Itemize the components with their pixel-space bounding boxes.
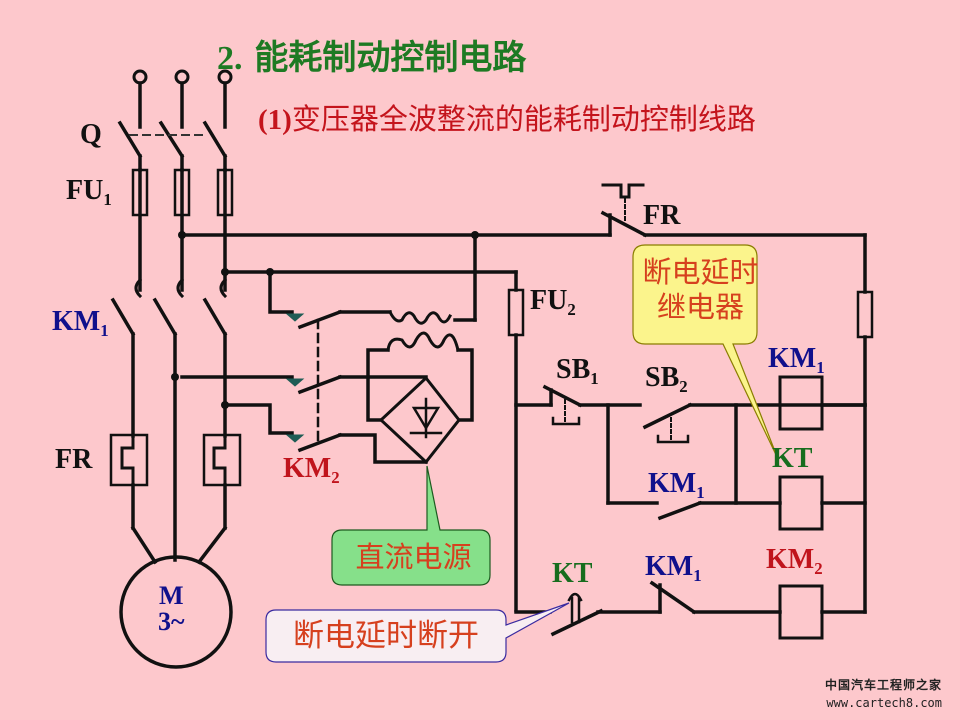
watermark: 中国汽车工程师之家 www.cartech8.com [825,676,942,712]
label-sb2-base: SB [645,362,680,393]
label-sb2: SB2 [645,364,688,396]
label-q: Q [80,119,102,150]
label-fu1-sub: 1 [103,189,112,209]
fuse-fu2 [507,288,525,337]
label-km1-aux-nc-sub: 1 [693,565,702,585]
label-fu2: FU2 [530,287,576,319]
label-km2-main-sub: 2 [331,467,340,487]
fuse-right [856,290,874,339]
km2-main-contacts [285,309,343,453]
motor-line2: 3~ [158,607,185,636]
label-km2-main-base: KM [283,453,332,484]
callout-relay-text: 断电延时继电器 [628,255,773,325]
label-fr-ctrl: FR [643,200,681,231]
km1-main-contacts [110,277,228,562]
label-fr-main: FR [55,444,93,475]
watermark-url: www.cartech8.com [826,696,942,710]
label-sb1: SB1 [556,356,599,388]
motor-circle [119,555,233,669]
fr-control-contact [600,183,867,238]
callout-relay-bubble [632,244,779,460]
label-fu2-sub: 2 [567,299,576,319]
kt-coil [778,475,824,531]
callout-dc-text: 直流电源 [355,540,472,574]
label-km1-aux-nc: KM1 [645,553,702,585]
label-km1-aux-no: KM1 [648,470,705,502]
rectifier-bridge [338,348,474,465]
transformer [386,309,460,352]
title-number: 2. [217,40,243,77]
callout-relay-line2: 继电器 [656,289,744,324]
label-sb1-sub: 1 [590,368,599,388]
label-km1-coil: KM1 [768,345,825,377]
power-terminals [132,69,233,129]
label-km1-main-base: KM [52,306,101,337]
label-km1-aux-no-sub: 1 [696,482,705,502]
label-km2-coil-base: KM [766,544,815,575]
km1-aux-nc-contact [649,580,782,615]
label-fu2-base: FU [530,285,568,316]
label-fu1-base: FU [66,175,104,206]
callout-relay-line1: 断电延时 [642,255,759,289]
label-km1-coil-sub: 1 [816,357,825,377]
junction-dots [171,231,479,409]
km1-coil [778,375,824,431]
label-km1-aux-no-base: KM [648,468,697,499]
label-km1-aux-nc-base: KM [645,551,694,582]
km1-aux-no-contact [606,500,782,521]
thermal-relay-fr-main [109,433,242,487]
label-km2-coil: KM2 [766,546,823,578]
label-kt-contact: KT [552,558,593,589]
callout-dc-bubble [331,465,491,586]
title-text: 能耗制动控制电路 [254,38,527,78]
label-kt-coil: KT [772,443,813,474]
label-sb2-sub: 2 [679,376,688,396]
subtitle-number: (1) [258,104,292,136]
switch-q [117,120,228,159]
label-km1-main: KM1 [52,308,109,340]
label-sb1-base: SB [556,354,591,385]
page-title: 2. 能耗制动控制电路 [217,30,526,79]
label-km1-main-sub: 1 [100,320,109,340]
motor-line1: M [158,581,184,610]
sb1-stop-button [514,384,642,426]
km2-coil [778,584,824,640]
label-fu1: FU1 [66,177,112,209]
subtitle-text: 变压器全波整流的能耗制动控制线路 [291,102,756,136]
label-km1-coil-base: KM [768,343,817,374]
label-km2-coil-sub: 2 [814,558,823,578]
label-km2-main: KM2 [283,455,340,487]
callout-delay-open-bubble [265,602,570,663]
watermark-cn: 中国汽车工程师之家 [824,678,942,692]
page-subtitle: (1)变压器全波整流的能耗制动控制线路 [258,96,756,138]
callout-delay-open-text: 断电延时断开 [293,618,479,654]
